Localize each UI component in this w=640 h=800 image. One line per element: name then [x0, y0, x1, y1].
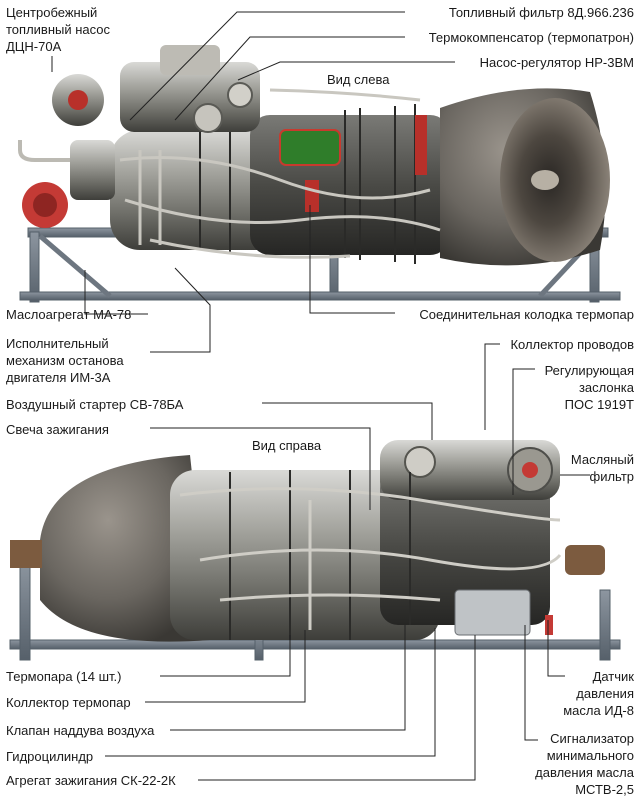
label-oil-pressure-sensor: Датчик давления масла ИД-8 [563, 668, 634, 719]
label-pos-flap-line: Регулирующая [544, 363, 634, 378]
label-hydraulic-cylinder: Гидроцилиндр [6, 749, 94, 764]
label-fuel-pump-line: топливный насос [6, 22, 111, 37]
label-air-starter: Воздушный стартер СВ-78БА [6, 397, 184, 412]
label-stop-mechanism-line: двигателя ИМ-3А [6, 370, 111, 385]
label-min-oil-pressure-alarm-line: давления масла [535, 765, 634, 780]
label-air-boost-valve: Клапан наддува воздуха [6, 723, 155, 738]
cutaway-window [279, 129, 341, 166]
label-thermocompensator: Термокомпенсатор (термопатрон) [428, 30, 634, 45]
label-fuel-filter: Топливный фильтр 8Д.966.236 [448, 5, 634, 20]
label-ignition-unit: Агрегат зажигания СК-22-2К [6, 773, 176, 788]
label-spark-plug: Свеча зажигания [6, 422, 109, 437]
label-pos-flap: Регулирующая заслонка ПОС 1919Т [545, 362, 634, 413]
label-oil-unit: Маслоагрегат МА-78 [6, 307, 132, 322]
label-oil-filter: Масляный фильтр [571, 451, 634, 485]
accessory-cluster-top [18, 45, 260, 200]
label-oil-pressure-sensor-line: масла ИД-8 [563, 703, 634, 718]
label-fuel-pump: Центробежный топливный насос ДЦН-70А [6, 4, 110, 55]
engine-left-view [18, 45, 621, 303]
label-fuel-pump-line: Центробежный [6, 5, 98, 20]
label-fuel-pump-line: ДЦН-70А [6, 39, 62, 54]
label-oil-pressure-sensor-line: Датчик [592, 669, 634, 684]
label-wire-collector: Коллектор проводов [510, 337, 634, 352]
ignition-unit-box [454, 589, 531, 636]
label-thermocouple: Термопара (14 шт.) [6, 669, 122, 684]
view-left-title: Вид слева [327, 72, 390, 87]
label-oil-pressure-sensor-line: давления [576, 686, 634, 701]
label-pos-flap-line: заслонка [578, 380, 634, 395]
label-min-oil-pressure-alarm-line: Сигнализатор [550, 731, 634, 746]
label-pump-regulator: Насос-регулятор НР-3ВМ [479, 55, 634, 70]
label-min-oil-pressure-alarm-line: минимального [546, 748, 634, 763]
label-oil-filter-line: фильтр [589, 469, 634, 484]
label-thermocouple-connector: Соединительная колодка термопар [419, 307, 634, 322]
label-oil-filter-line: Масляный [570, 452, 634, 467]
label-min-oil-pressure-alarm-line: МСТВ-2,5 [575, 782, 634, 797]
label-stop-mechanism: Исполнительный механизм останова двигате… [6, 335, 124, 386]
engine-right-view [9, 440, 621, 661]
label-stop-mechanism-line: механизм останова [6, 353, 124, 368]
shaft-flange [10, 540, 42, 568]
label-pos-flap-line: ПОС 1919Т [564, 397, 634, 412]
accessory-gearbox [380, 440, 560, 500]
label-min-oil-pressure-alarm: Сигнализатор минимального давления масла… [535, 730, 634, 798]
view-right-title: Вид справа [252, 438, 322, 453]
label-thermocouple-collector: Коллектор термопар [6, 695, 131, 710]
label-stop-mechanism-line: Исполнительный [6, 336, 109, 351]
intake-casing [40, 455, 210, 642]
